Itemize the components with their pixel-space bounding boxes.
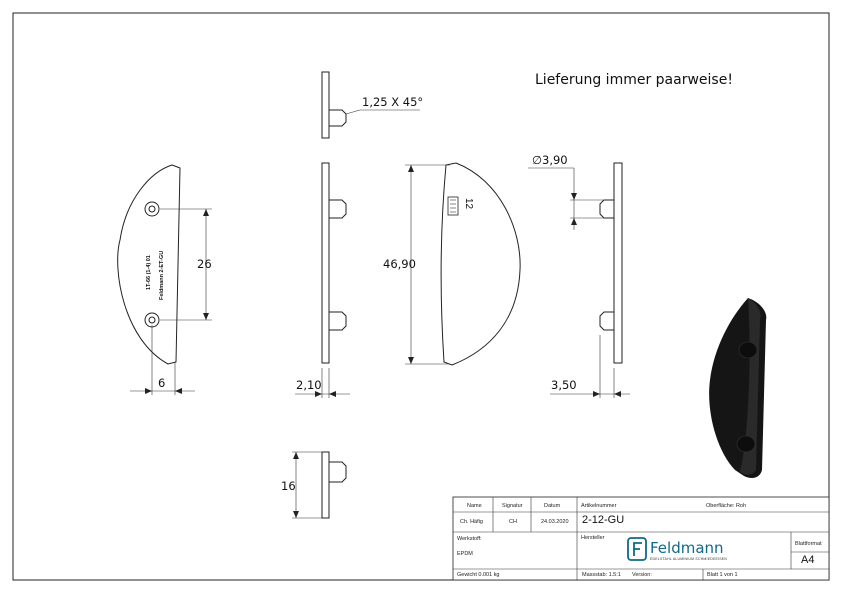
- tb-date-value: 24.03.2020: [541, 519, 569, 525]
- tb-material-value: EPDM: [457, 551, 473, 557]
- bottom-side-view: 16: [281, 451, 347, 519]
- tb-name-value: Ch. Häfig: [460, 519, 483, 525]
- tb-sheet: Blatt 1 von 1: [707, 572, 738, 578]
- front-view: 1T-66 (1-4) 01 Feldmann 2-ET-GU 26 6: [117, 164, 212, 395]
- dim-diameter-symbol: ∅: [532, 153, 542, 167]
- tb-date-label: Datum: [544, 503, 561, 509]
- tb-surface-label: Oberfläche: Roh: [706, 503, 747, 509]
- middle-side-view: 2,10: [295, 162, 350, 398]
- dim-height: 46,90: [383, 257, 416, 271]
- tb-article-value: 2-12-GU: [582, 514, 625, 526]
- delivery-note: Lieferung immer paarweise!: [535, 72, 733, 88]
- tb-format-value: A4: [801, 554, 815, 566]
- tb-version: Version:: [632, 572, 652, 578]
- back-engraving: 12: [463, 198, 474, 210]
- dim-edge-offset: 6: [158, 376, 165, 390]
- tb-brand-sub: EDELSTAHL ALUMINIUM SCHMIEDEEISEN: [650, 557, 728, 561]
- dim-hole-spacing: 26: [197, 257, 212, 271]
- tb-format-label: Blattformat: [795, 541, 822, 547]
- front-engraving-2: Feldmann 2-ET-GU: [159, 251, 165, 300]
- dim-hole-dia: 3,90: [542, 153, 568, 167]
- dim-pin-offset: 3,50: [551, 378, 577, 392]
- tb-name-label: Name: [467, 503, 482, 509]
- tb-article-label: Artikelnummer: [581, 503, 617, 509]
- front-engraving-1: 1T-66 (1-4) 01: [146, 255, 152, 290]
- tb-material-label: Werkstoff:: [457, 536, 482, 542]
- tb-signature-label: Signatur: [502, 503, 523, 509]
- tb-manufacturer-label: Hersteller: [581, 535, 605, 541]
- tb-signature-value: CH: [509, 519, 517, 525]
- sheet-border: [12, 12, 830, 581]
- dim-thickness: 2,10: [296, 378, 322, 392]
- tb-weight: Gewicht 0.001 kg: [457, 572, 500, 578]
- render-3d: [709, 298, 767, 478]
- back-view: 12 46,90: [383, 162, 521, 366]
- dim-pin-height: 16: [281, 479, 296, 493]
- right-side-view: ∅ 3,90 3,50: [528, 153, 630, 398]
- tb-scale: Massstab: 1.5:1: [582, 572, 621, 578]
- dim-chamfer: 1,25 X 45°: [362, 95, 423, 109]
- tb-brand: Feldmann: [650, 539, 724, 557]
- feldmann-logo-icon: [627, 537, 647, 561]
- top-side-view: 1,25 X 45°: [321, 71, 423, 139]
